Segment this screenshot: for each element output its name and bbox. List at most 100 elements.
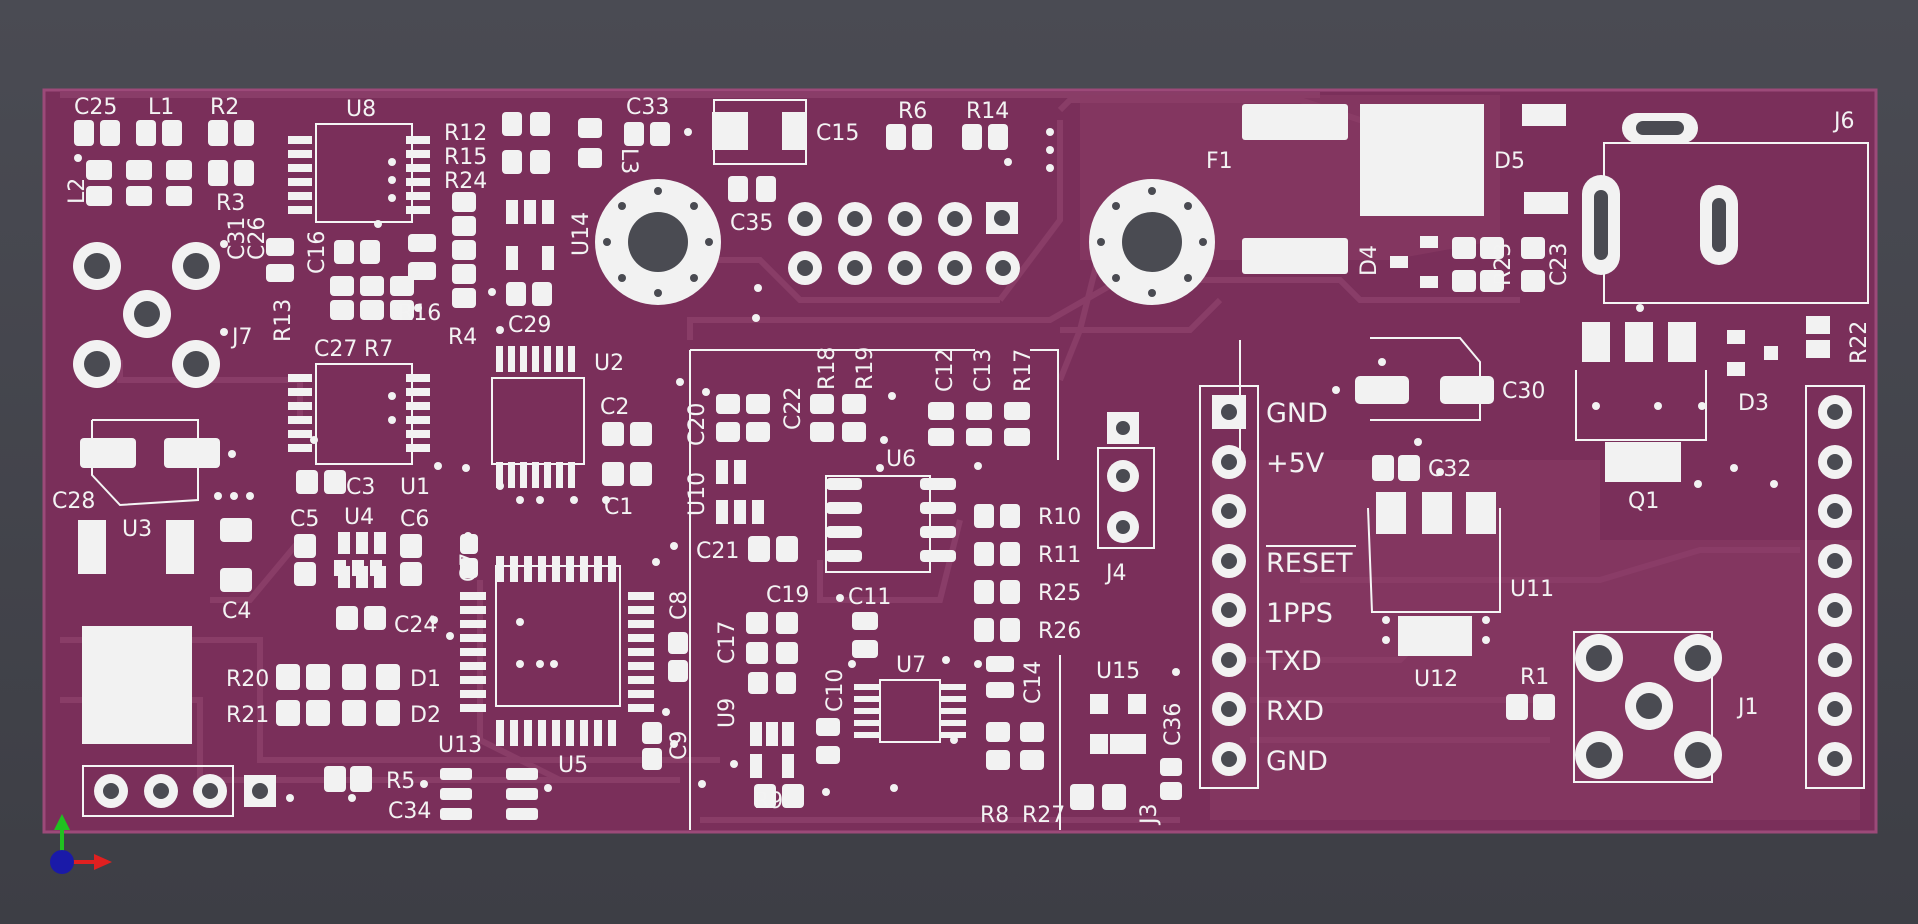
smd-pads (74, 104, 1830, 820)
label-U14: U14 (569, 212, 594, 256)
pin-label-rxd: RXD (1266, 696, 1324, 727)
label-C30: C30 (1502, 379, 1545, 404)
pin-label-gnd-top: GND (1266, 398, 1328, 429)
label-R7: R7 (364, 337, 393, 362)
silkscreen (82, 99, 1869, 830)
label-C8: C8 (667, 591, 692, 620)
label-C34: C34 (388, 799, 431, 824)
label-U1: U1 (400, 475, 430, 500)
pin-label-reset: RESET (1266, 548, 1353, 579)
label-U10: U10 (685, 472, 710, 516)
label-D2: D2 (410, 703, 441, 728)
label-R21: R21 (226, 703, 269, 728)
label-C23: C23 (1547, 243, 1572, 286)
through-hole-pads (73, 113, 1852, 808)
label-U12: U12 (1414, 667, 1458, 692)
label-U7: U7 (896, 653, 926, 678)
label-C11: C11 (848, 585, 891, 610)
label-R16: R16 (398, 301, 441, 326)
label-C18: R9 (754, 789, 783, 814)
label-R20: R20 (226, 667, 269, 692)
label-R3: R3 (216, 191, 245, 216)
label-R8: R27 (1022, 803, 1065, 828)
label-L1: L1 (148, 95, 174, 120)
label-U8: U8 (346, 97, 376, 122)
pin-label-5v: +5V (1266, 448, 1325, 479)
axis-gizmo (50, 814, 112, 874)
label-J4: J4 (1104, 561, 1127, 586)
label-R10: R10 (1038, 505, 1081, 530)
label-C12: C12 (933, 349, 958, 392)
ic-pads (288, 136, 966, 746)
label-C4: C4 (222, 599, 251, 624)
label-R13: R13 (271, 299, 296, 342)
label-F1: F1 (1206, 149, 1233, 174)
label-C31: C31 (225, 217, 250, 260)
label-R23: R23 (1491, 243, 1516, 286)
label-C2: C2 (600, 395, 629, 420)
label-C1: C1 (604, 495, 633, 520)
pin-label-1pps: 1PPS (1266, 598, 1333, 629)
label-C7: C7 (457, 553, 482, 582)
label-U11: U11 (1510, 577, 1554, 602)
label-C26: C26 (245, 217, 270, 260)
label-R14: R14 (966, 99, 1009, 124)
label-R18: R18 (815, 347, 840, 390)
label-C33: C33 (626, 95, 669, 120)
label-R19: R19 (853, 347, 878, 390)
label-C28: C28 (52, 489, 95, 514)
label-C25: C25 (74, 95, 117, 120)
vias (74, 128, 1778, 802)
label-C5: C5 (290, 507, 319, 532)
label-U9: U9 (715, 698, 740, 728)
label-C9: C9 (667, 731, 692, 760)
label-Q1: Q1 (1628, 489, 1659, 514)
label-D1: D1 (410, 667, 441, 692)
label-R12: R12 (444, 121, 487, 146)
label-C17: C17 (715, 621, 740, 664)
label-C13: C13 (971, 349, 996, 392)
label-R4: R4 (448, 325, 477, 350)
label-R9: R8 (980, 803, 1009, 828)
label-R27: J3 (1137, 804, 1162, 827)
label-U6: U6 (886, 447, 916, 472)
label-R15: R15 (444, 145, 487, 170)
label-C15: C15 (816, 121, 859, 146)
label-L2: L2 (65, 178, 90, 204)
label-U4: U4 (344, 505, 374, 530)
label-J1: J1 (1736, 695, 1759, 720)
label-U3: U3 (122, 517, 152, 542)
pin-labels: GND +5V RESET 1PPS TXD RXD GND (1265, 398, 1356, 777)
label-C19: C19 (766, 583, 809, 608)
pin-label-txd: TXD (1265, 646, 1322, 677)
label-J7: J7 (230, 325, 253, 350)
mounting-holes (595, 179, 1215, 305)
label-C21: C21 (696, 539, 739, 564)
label-D3: D3 (1738, 391, 1769, 416)
label-J6: J6 (1832, 109, 1855, 134)
label-R22: R22 (1847, 321, 1872, 364)
label-C27: C27 (314, 337, 357, 362)
label-R11: R11 (1038, 543, 1081, 568)
label-C20: C20 (685, 403, 710, 446)
label-C22: C22 (781, 387, 806, 430)
label-C24: C24 (394, 613, 437, 638)
label-R25: R25 (1038, 581, 1081, 606)
label-U13: U13 (438, 733, 482, 758)
label-R6: R6 (898, 99, 927, 124)
label-R5: R5 (386, 769, 415, 794)
label-C35: C35 (730, 211, 773, 236)
z-axis-icon (50, 850, 74, 874)
pin-label-gnd-bottom: GND (1266, 746, 1328, 777)
label-C10: C10 (823, 669, 848, 712)
label-C6: C6 (400, 507, 429, 532)
label-C3: C3 (346, 475, 375, 500)
label-D5: D5 (1494, 149, 1525, 174)
label-U5: U5 (558, 753, 588, 778)
label-R17: R17 (1011, 349, 1036, 392)
label-C36: C36 (1161, 703, 1186, 746)
label-C29: C29 (508, 313, 551, 338)
label-C32: C32 (1428, 457, 1471, 482)
